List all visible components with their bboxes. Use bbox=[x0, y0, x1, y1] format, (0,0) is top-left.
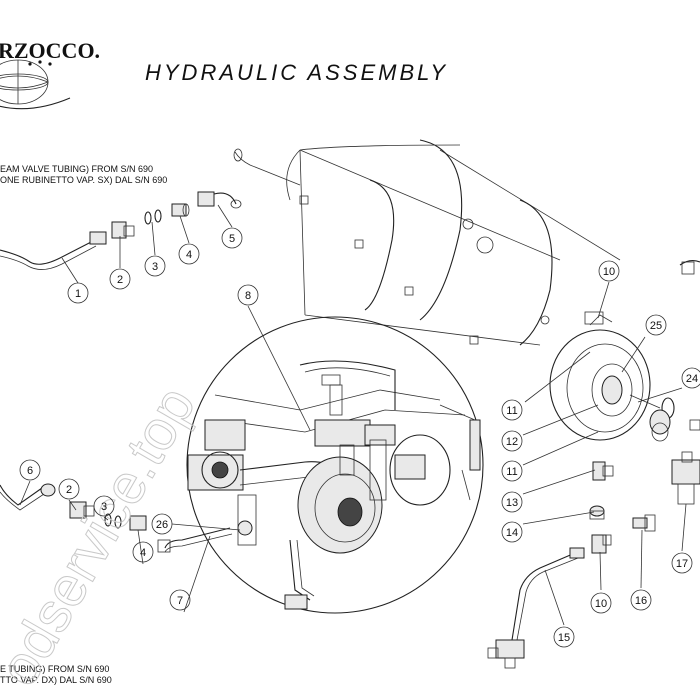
svg-text:1: 1 bbox=[75, 288, 81, 300]
callout-7: 7 bbox=[169, 589, 191, 611]
svg-text:13: 13 bbox=[506, 497, 518, 509]
svg-text:8: 8 bbox=[245, 290, 251, 302]
tee-fitting-10 bbox=[591, 534, 612, 554]
heating-element-fitting bbox=[629, 259, 700, 442]
nut-4-top bbox=[171, 203, 190, 217]
svg-text:26: 26 bbox=[156, 519, 168, 531]
tube-1 bbox=[0, 231, 107, 270]
callout-26: 26 bbox=[151, 513, 173, 535]
svg-text:2: 2 bbox=[66, 484, 72, 496]
svg-text:16: 16 bbox=[635, 595, 647, 607]
callout-5: 5 bbox=[221, 227, 243, 249]
svg-text:11: 11 bbox=[506, 466, 517, 478]
callout-8: 8 bbox=[237, 284, 259, 306]
svg-text:6: 6 bbox=[27, 465, 33, 477]
svg-text:25: 25 bbox=[650, 320, 662, 332]
svg-text:5: 5 bbox=[229, 233, 235, 245]
svg-text:3: 3 bbox=[152, 261, 158, 273]
svg-text:10: 10 bbox=[603, 266, 615, 278]
page-title: HYDRAULIC ASSEMBLY bbox=[145, 60, 448, 85]
callout-10-top: 10 bbox=[598, 260, 620, 282]
note-top-line-1: EAM VALVE TUBING) FROM S/N 690 bbox=[0, 164, 153, 174]
callout-1: 1 bbox=[67, 282, 89, 304]
solenoid-valve-right bbox=[671, 451, 700, 505]
boiler-tank bbox=[233, 139, 651, 441]
leader-lines bbox=[19, 204, 687, 626]
svg-text:14: 14 bbox=[506, 527, 518, 539]
callout-4-bottom: 4 bbox=[132, 541, 154, 563]
svg-text:4: 4 bbox=[140, 547, 146, 559]
brand-logo: RZOCCO. bbox=[0, 38, 100, 110]
callout-13: 13 bbox=[501, 491, 523, 513]
svg-text:11: 11 bbox=[506, 405, 517, 417]
svg-text:7: 7 bbox=[177, 595, 183, 607]
tube-15 bbox=[487, 547, 585, 669]
callout-16: 16 bbox=[630, 589, 652, 611]
fitting-16 bbox=[632, 514, 656, 532]
elbow-fitting-5 bbox=[197, 191, 242, 209]
note-bottom-line-2: TTO VAP. DX) DAL S/N 690 bbox=[0, 675, 112, 685]
note-bottom-line-1: E TUBING) FROM S/N 690 bbox=[0, 664, 109, 674]
callout-11-bottom: 11 bbox=[501, 460, 523, 482]
callout-24: 24 bbox=[681, 367, 700, 389]
callout-3-top: 3 bbox=[144, 255, 166, 277]
svg-text:17: 17 bbox=[676, 558, 688, 570]
fitting-13 bbox=[592, 461, 614, 481]
callout-14: 14 bbox=[501, 521, 523, 543]
elbow-fitting-2-top bbox=[111, 221, 135, 239]
svg-text:15: 15 bbox=[558, 632, 570, 644]
callout-25: 25 bbox=[645, 314, 667, 336]
logo-text: RZOCCO. bbox=[0, 38, 100, 63]
detail-magnifier bbox=[186, 316, 484, 614]
fitting-14 bbox=[589, 505, 605, 520]
callout-17: 17 bbox=[671, 552, 693, 574]
callout-2-bottom: 2 bbox=[58, 478, 80, 500]
callout-15: 15 bbox=[553, 626, 575, 648]
callout-3-bottom: 3 bbox=[93, 495, 115, 517]
callout-6: 6 bbox=[19, 459, 41, 481]
o-rings-3-top bbox=[144, 209, 162, 225]
svg-text:4: 4 bbox=[186, 249, 192, 261]
tube-6 bbox=[0, 483, 56, 511]
svg-text:12: 12 bbox=[506, 436, 518, 448]
callout-12: 12 bbox=[501, 430, 523, 452]
callout-11-top: 11 bbox=[501, 399, 523, 421]
watermark-text: odservice.top bbox=[0, 376, 207, 696]
svg-text:10: 10 bbox=[595, 598, 607, 610]
callout-10-bottom: 10 bbox=[590, 592, 612, 614]
svg-text:2: 2 bbox=[117, 274, 123, 286]
elbow-fitting-2-bottom bbox=[69, 501, 95, 519]
o-rings-3-bottom bbox=[104, 513, 122, 529]
note-top-line-2: ONE RUBINETTO VAP. SX) DAL S/N 690 bbox=[0, 175, 167, 185]
svg-text:3: 3 bbox=[101, 501, 107, 513]
callouts: 1 2 3 4 5 6 2 3 4 7 8 26 10 25 24 11 12 … bbox=[19, 227, 700, 648]
callout-4-top: 4 bbox=[178, 243, 200, 265]
callout-2-top: 2 bbox=[109, 268, 131, 290]
svg-text:24: 24 bbox=[686, 373, 698, 385]
